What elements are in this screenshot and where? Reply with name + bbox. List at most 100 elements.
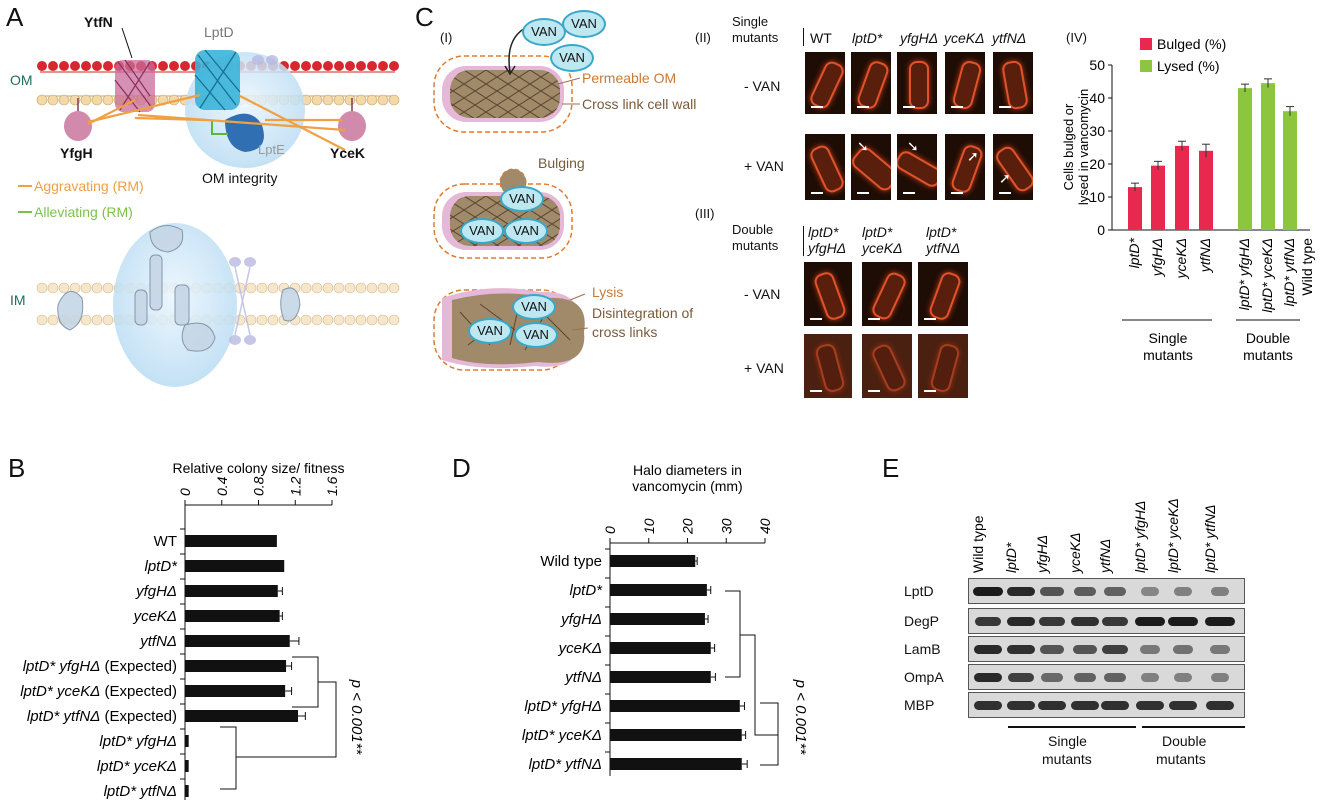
category-label: lptD* yfgHΔ (Expected) [23,658,177,675]
category-label: ytfNΔ [564,669,602,686]
blot-band [1040,587,1064,596]
blot-band [1210,587,1230,596]
x-tick-label: 20 [680,518,696,535]
micrograph-d1-minus [804,262,852,326]
e-single-label-1: Single [1048,733,1087,749]
bar [610,700,740,712]
blot-band [1168,617,1198,626]
bar [185,710,299,722]
col-double-3b: ytfNΔ [926,240,961,256]
blot-band [1140,673,1160,682]
blot-band [1135,617,1165,626]
x-tick-label: Wild type [1299,238,1315,296]
blot-row-label: DegP [904,613,940,629]
bar [185,760,189,772]
van-molecule: VAN [562,10,606,38]
blot-band [1210,673,1230,682]
category-label: yfgHΔ [560,611,602,628]
category-label: yceKΔ [558,640,602,657]
bar [610,729,742,741]
plus-van-label-double: + VAN [744,360,784,376]
blot-strip [968,636,1245,662]
bar [610,642,711,654]
c-i-label: (I) [440,30,453,45]
bar [610,584,707,596]
bar [185,735,189,747]
panel-c-schematic: (I) VAN VAN VAN VAN VAN VAN VAN VAN VAN … [420,0,730,400]
lane-label: Wild type [970,515,986,573]
c-iii-label: (III) [695,206,715,221]
aggravating-legend: Aggravating (RM) [34,178,144,194]
x-tick-label: 10 [641,518,657,534]
blot-band [1007,701,1035,710]
category-label: lptD* [144,558,178,575]
blot-band [1205,617,1235,626]
c-iv-label: (IV) [1066,30,1087,45]
legend-swatch [1140,38,1152,50]
x-tick-label: yfgHΔ [1149,238,1165,277]
category-label: lptD* yceKΔ [97,758,177,775]
disintegration-label-1: Disintegration of [592,305,694,321]
minus-van-label-double: - VAN [744,286,781,302]
bar [185,585,278,597]
yfgh-label: YfgH [60,145,93,161]
bar [185,610,280,622]
lysis-label: Lysis [592,284,624,300]
micrograph-wt-minus [805,52,845,114]
panel-a-letter: A [6,2,24,32]
cross-link-label: Cross link cell wall [582,96,697,112]
blot-band [1173,673,1193,682]
blot-band [1101,617,1129,626]
bar [185,635,290,647]
category-label: lptD* ytfNΔ [104,783,177,800]
blot-row-label: LptD [904,583,934,599]
y-tick-label: 40 [1089,90,1105,106]
bar [1283,111,1297,230]
panel-c-micrographs: Single mutants (II) WT lptD* yfgHΔ yceKΔ… [695,0,1060,410]
col-double-1a: lptD* [808,224,839,240]
lane-label: yfgHΔ [1034,535,1050,574]
micrograph-d3-minus [918,262,968,326]
disintegration-label-2: cross links [592,324,658,340]
significance-bracket [292,656,319,708]
y-tick-label: 50 [1089,57,1105,73]
bar [610,555,696,567]
category-label: yfgHΔ [135,583,177,600]
blot-band [1141,587,1159,596]
x-tick-label: lptD* ytfNΔ [1281,238,1297,307]
om-integrity-label: OM integrity [202,170,278,186]
blot-band [1172,645,1194,654]
bar [185,685,286,697]
blot-band [1040,645,1064,654]
micrograph-lptd-minus [851,52,891,114]
bar [1261,83,1275,231]
e-double-label-2: mutants [1156,751,1206,767]
lane-label: ytfNΔ [1097,539,1113,574]
bar [185,535,277,547]
bar [1199,150,1213,230]
micrograph-yfgh-minus [897,52,937,114]
category-label: lptD* yceKΔ [522,727,602,744]
blot-band [1102,645,1128,654]
x-tick-label: 0 [602,526,618,534]
blot-band [1101,701,1129,710]
lane-label: lptD* yfgHΔ [1132,501,1148,573]
category-label: lptD* ytfNΔ [529,756,602,773]
van-molecule: VAN [468,318,512,344]
category-label: lptD* yfgHΔ [99,733,177,750]
category-label: lptD* yceKΔ (Expected) [20,683,177,700]
bar [185,785,189,797]
blot-row-label: OmpA [904,669,944,685]
blot-band [1104,673,1126,682]
micrograph-ytfn-plus: ➚ [993,134,1033,200]
blot-band [1136,701,1164,710]
blot-band [1173,587,1193,596]
alleviating-legend: Alleviating (RM) [34,204,133,220]
micrograph-ycek-plus: ➚ [945,134,985,200]
group-label: mutants [1143,347,1193,363]
